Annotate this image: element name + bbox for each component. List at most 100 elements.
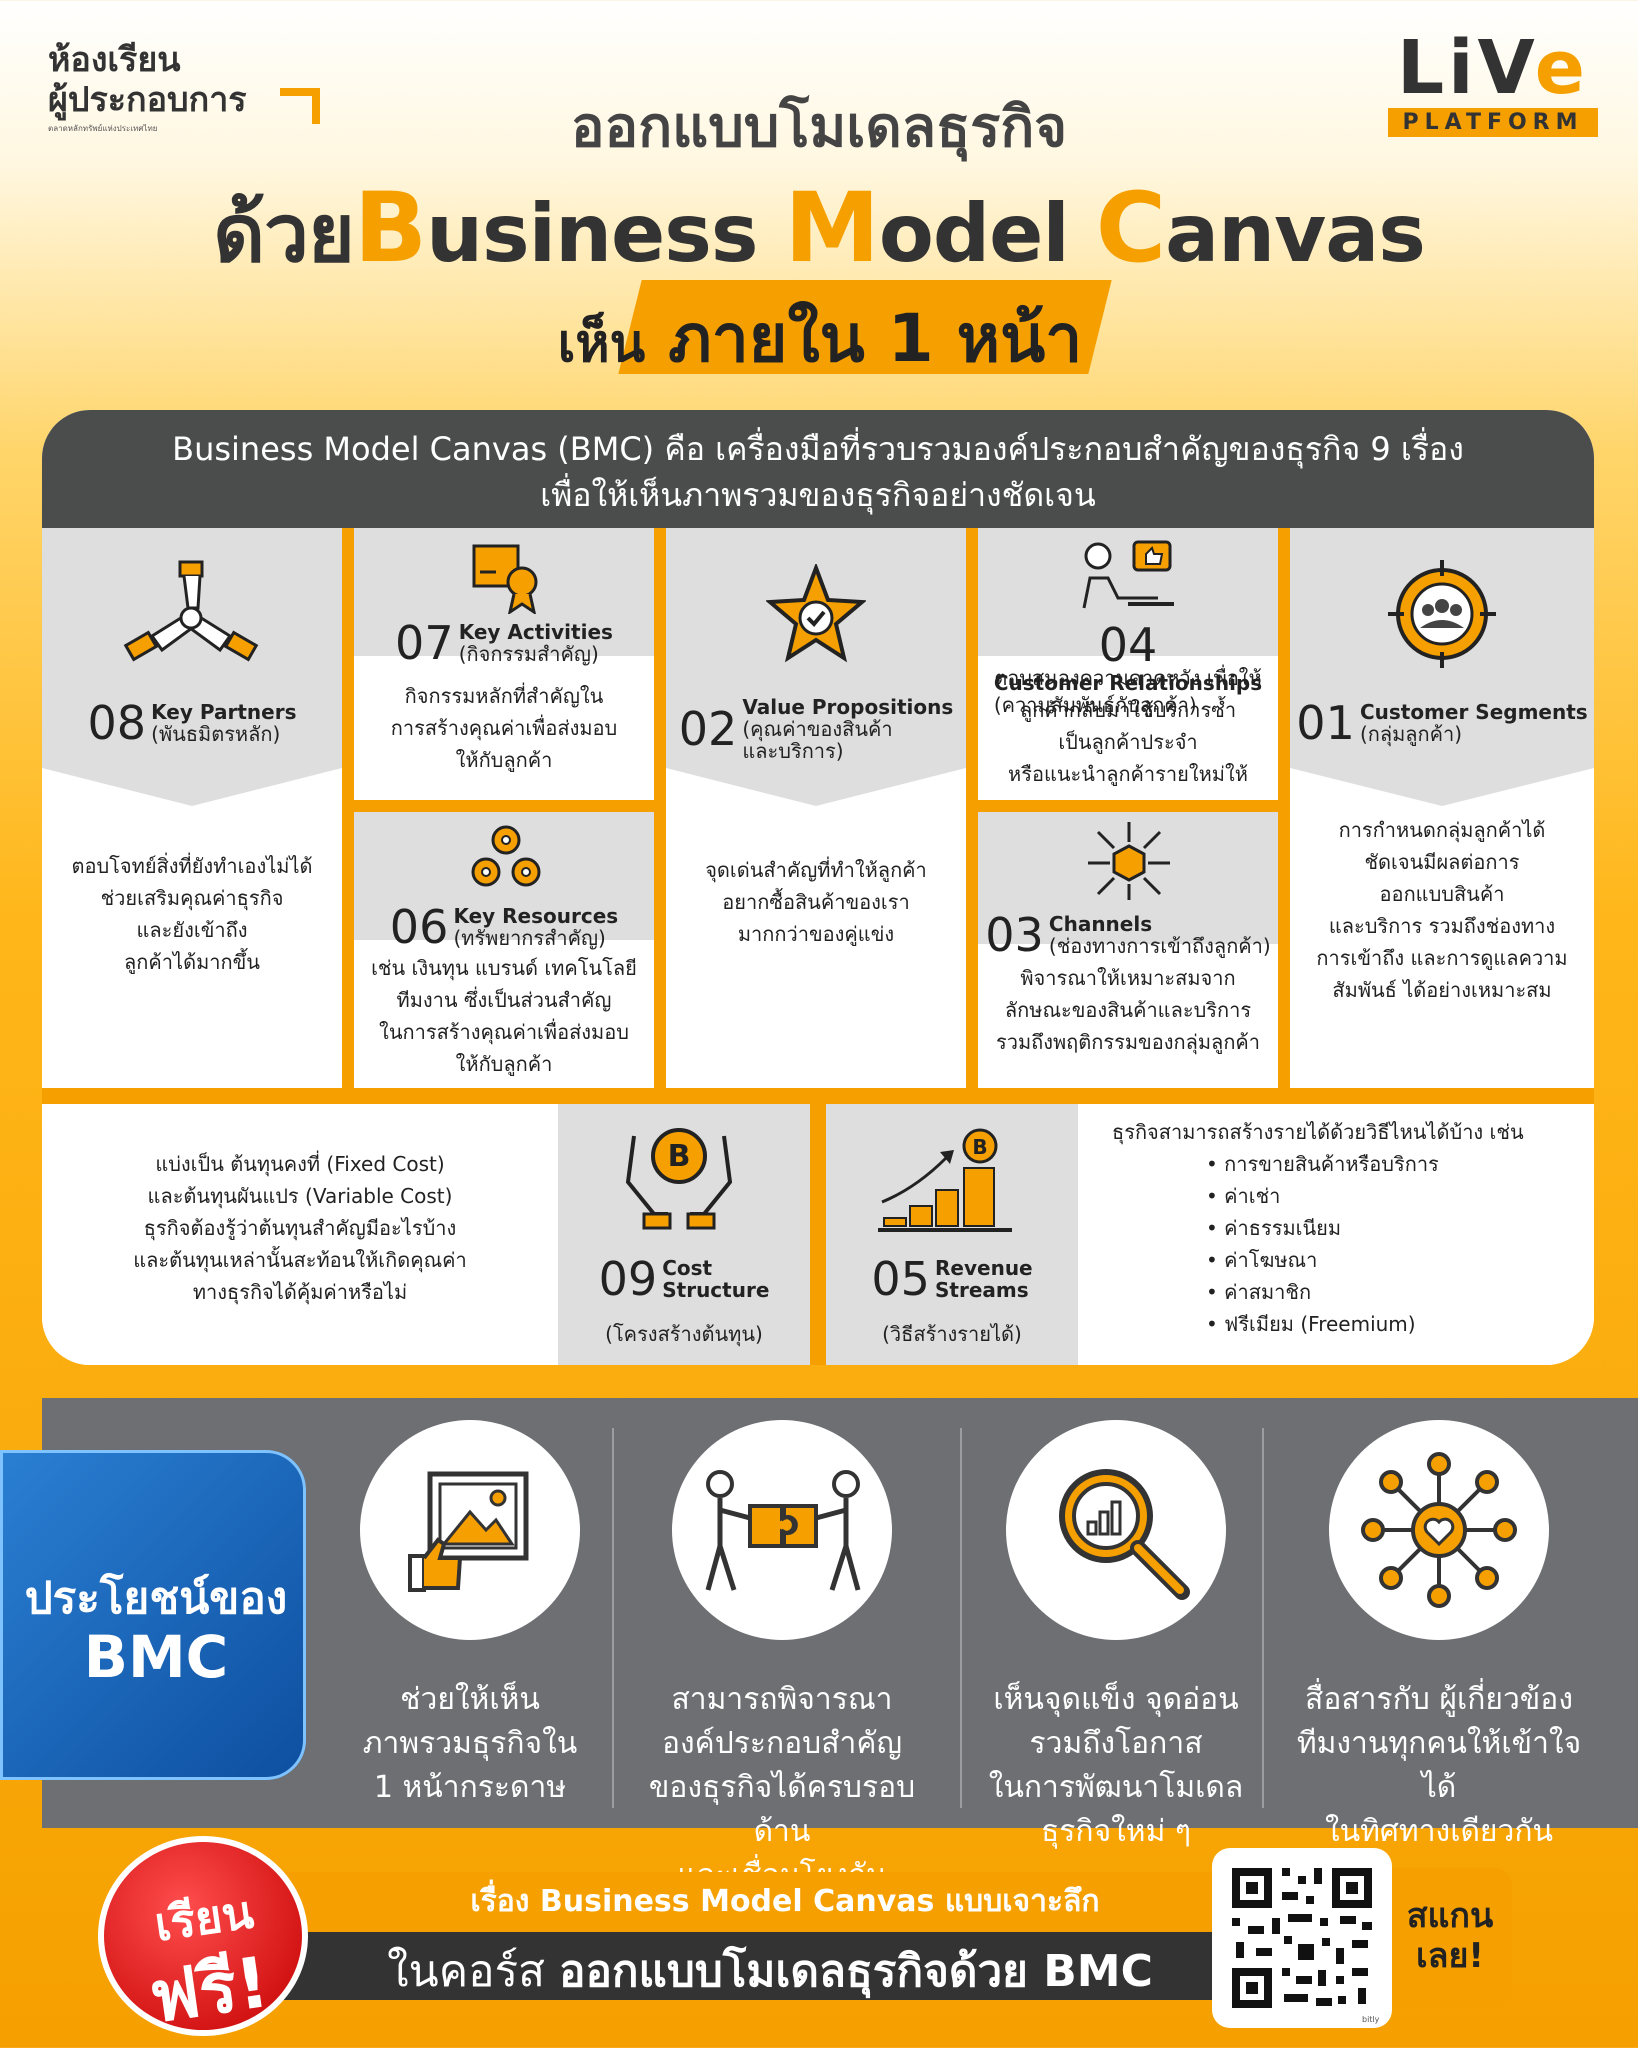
desc-line: ลูกค้ากลับมาใช้บริการซ้ำ [1019, 698, 1237, 722]
cell-title: 04 Customer Relationships(ความสัมพันธ์กั… [978, 618, 1278, 716]
target-group-icon [1388, 560, 1496, 668]
desc-line: ในการสร้างคุณค่าเพื่อส่งมอบ [379, 1020, 629, 1044]
benefit-line: เห็นจุดแข็ง จุดอ่อน [993, 1682, 1239, 1717]
cell-desc: จุดเด่นสำคัญที่ทำให้ลูกค้า อยากซื้อสินค้… [674, 854, 958, 950]
person-laptop-like-icon [1082, 540, 1174, 609]
desc-line: ให้กับลูกค้า [455, 1052, 553, 1076]
svg-text:B: B [972, 1135, 987, 1159]
cell-revenue-desc: ธุรกิจสามารถสร้างรายได้ด้วยวิธีไหนได้บ้า… [1078, 1104, 1594, 1365]
desc-line: รวมถึงพฤติกรรมของกลุ่มลูกค้า [995, 1030, 1261, 1054]
cell-name-en: Customer Relationships [993, 671, 1263, 695]
title-line3: เห็น ภายใน 1 หน้า [520, 280, 1120, 377]
title-b: B [353, 172, 427, 284]
cell-name-en: Key Resources [453, 904, 619, 928]
cell-name-th: (กิจกรรมสำคัญ) [458, 642, 599, 666]
benefit-item: สามารถพิจารณา องค์ประกอบสำคัญ ของธุรกิจไ… [632, 1420, 932, 1898]
col-divider [810, 1104, 826, 1365]
cell-cost-desc: แบ่งเป็น ต้นทุนคงที่ (Fixed Cost) และต้น… [42, 1104, 558, 1365]
logo-right: LiVe PLATFORM [1388, 30, 1598, 137]
scan-line2: เลย! [1416, 1936, 1484, 1976]
revenue-lead: ธุรกิจสามารถสร้างรายได้ด้วยวิธีไหนได้บ้า… [1112, 1120, 1524, 1144]
desc-line: ธุรกิจต้องรู้ว่าต้นทุนสำคัญมีอะไรบ้าง [143, 1216, 457, 1240]
benefit-line: รวมถึงโอกาส [1029, 1726, 1203, 1761]
cell-name-en: Key Partners [151, 700, 297, 724]
list-item: • การขายสินค้าหรือบริการ [1206, 1152, 1439, 1176]
col-divider [1278, 528, 1290, 1088]
cell-desc: เช่น เงินทุน แบรนด์ เทคโนโลยี ทีมงาน ซึ่… [362, 952, 646, 1080]
benefit-line: องค์ประกอบสำคัญ [661, 1726, 902, 1761]
benefit-circle [1006, 1420, 1226, 1640]
cell-desc: แบ่งเป็น ต้นทุนคงที่ (Fixed Cost) และต้น… [62, 1148, 538, 1308]
magnifier-chart-icon [1059, 1469, 1190, 1600]
title-usiness: usiness [426, 187, 785, 280]
cell-customer-relationships: 04 Customer Relationships(ความสัมพันธ์กั… [978, 528, 1278, 800]
footer-bar-top [190, 1872, 1250, 1932]
benefit-line: ในทิศทางเดียวกัน [1324, 1814, 1554, 1849]
benefits-title-box: ประโยชน์ของ BMC [0, 1450, 306, 1780]
title-see: เห็น [557, 314, 646, 374]
qr-label: bitly [1362, 2015, 1380, 2024]
cell-name-th: (กลุ่มลูกค้า) [1359, 722, 1463, 746]
title-odel: odel [878, 187, 1096, 280]
desc-line: ลูกค้าได้มากขึ้น [124, 950, 260, 974]
svg-text:B: B [668, 1139, 691, 1174]
benefit-line: สามารถพิจารณา [671, 1682, 893, 1717]
live-e: e [1534, 25, 1589, 111]
qr-code[interactable]: bitly [1212, 1848, 1392, 2028]
free-badge: เรียน ฟรี! [98, 1836, 308, 2039]
cell-title: 03 Channels(ช่องทางการเข้าถึงลูกค้า) [978, 908, 1278, 962]
revenue-list: ธุรกิจสามารถสร้างรายได้ด้วยวิธีไหนได้บ้า… [1112, 1116, 1524, 1340]
desc-line: และต้นทุนผันแปร (Variable Cost) [147, 1184, 453, 1208]
desc-line: และยังเข้าถึง [136, 918, 248, 942]
cell-desc: กิจกรรมหลักที่สำคัญใน การสร้างคุณค่าเพื่… [362, 680, 646, 776]
desc-line: ให้กับลูกค้า [455, 748, 553, 772]
benefit-text: เห็นจุดแข็ง จุดอ่อน รวมถึงโอกาส ในการพัฒ… [986, 1678, 1246, 1854]
cell-number: 01 [1296, 696, 1355, 750]
handshake-group-icon [123, 560, 259, 662]
cell-name-en: Revenue [935, 1256, 1033, 1280]
cell-title: 08 Key Partners(พันธมิตรหลัก) [42, 696, 342, 750]
benefit-text: สื่อสารกับ ผู้เกี่ยวข้อง ทีมงานทุกคนให้เ… [1284, 1678, 1594, 1854]
title-line1: ออกแบบโมเดลธุรกิจ [570, 95, 1068, 160]
cell-number: 05 [871, 1252, 930, 1306]
footer-line1: เรื่อง Business Model Canvas แบบเจาะลึก [470, 1884, 1100, 1919]
desc-line: หรือแนะนำลูกค้ารายใหม่ให้ [1008, 762, 1248, 786]
canvas-intro: Business Model Canvas (BMC) คือ เครื่องม… [42, 410, 1594, 530]
list-item: • ค่าโฆษณา [1206, 1248, 1318, 1272]
puzzle-people-icon [705, 1470, 861, 1591]
benefit-line: 1 หน้ากระดาษ [373, 1770, 567, 1805]
desc-line: ตอบสนองความคาดหวัง เพื่อให้ [994, 666, 1262, 690]
cell-desc: ตอบโจทย์สิ่งที่ยังทำเองไม่ได้ ช่วยเสริมค… [50, 850, 334, 978]
list-item: • ค่าสมาชิก [1206, 1280, 1312, 1304]
desc-line: อยากซื้อสินค้าของเรา [722, 890, 910, 914]
cell-name-th: (ความสัมพันธ์กับลูกค้า) [993, 693, 1197, 717]
cell-customer-segments: 01 Customer Segments(กลุ่มลูกค้า) การกำห… [1290, 528, 1594, 1088]
cell-name-en: Streams [935, 1278, 1029, 1302]
benefit-line: สื่อสารกับ ผู้เกี่ยวข้อง [1305, 1682, 1573, 1717]
desc-line: จุดเด่นสำคัญที่ทำให้ลูกค้า [705, 858, 927, 882]
cell-name-th: และบริการ) [742, 739, 844, 763]
cell-name-en: Cost [662, 1256, 713, 1280]
desc-line: ตอบโจทย์สิ่งที่ยังทำเองไม่ได้ [71, 854, 313, 878]
benefit-divider [960, 1428, 962, 1808]
cell-title: 02 Value Propositions(คุณค่าของสินค้าและ… [666, 696, 966, 762]
cell-name-th: (ทรัพยากรสำคัญ) [453, 926, 606, 950]
desc-line: และบริการ รวมถึงช่องทาง [1328, 914, 1556, 938]
cell-number: 06 [389, 900, 449, 954]
hands-coin-icon: B [625, 1128, 733, 1230]
cell-name-th: (พันธมิตรหลัก) [151, 722, 281, 746]
col-divider [342, 528, 354, 1088]
cell-number: 04 [1098, 618, 1158, 672]
platform-label: PLATFORM [1388, 108, 1598, 137]
desc-line: พิจารณาให้เหมาะสมจาก [1020, 966, 1236, 990]
cell-key-resources: 06 Key Resources(ทรัพยากรสำคัญ) เช่น เงิ… [354, 812, 654, 1088]
title-anvas: anvas [1165, 187, 1426, 280]
benefit-circle [1329, 1420, 1549, 1640]
cell-title: 06 Key Resources(ทรัพยากรสำคัญ) [354, 900, 654, 954]
benefit-item: เห็นจุดแข็ง จุดอ่อน รวมถึงโอกาส ในการพัฒ… [986, 1420, 1246, 1854]
box-arrows-icon [1088, 822, 1170, 900]
title-line2: ด้วยBusiness Model Canvas [0, 170, 1638, 297]
title-m: M [784, 172, 880, 284]
